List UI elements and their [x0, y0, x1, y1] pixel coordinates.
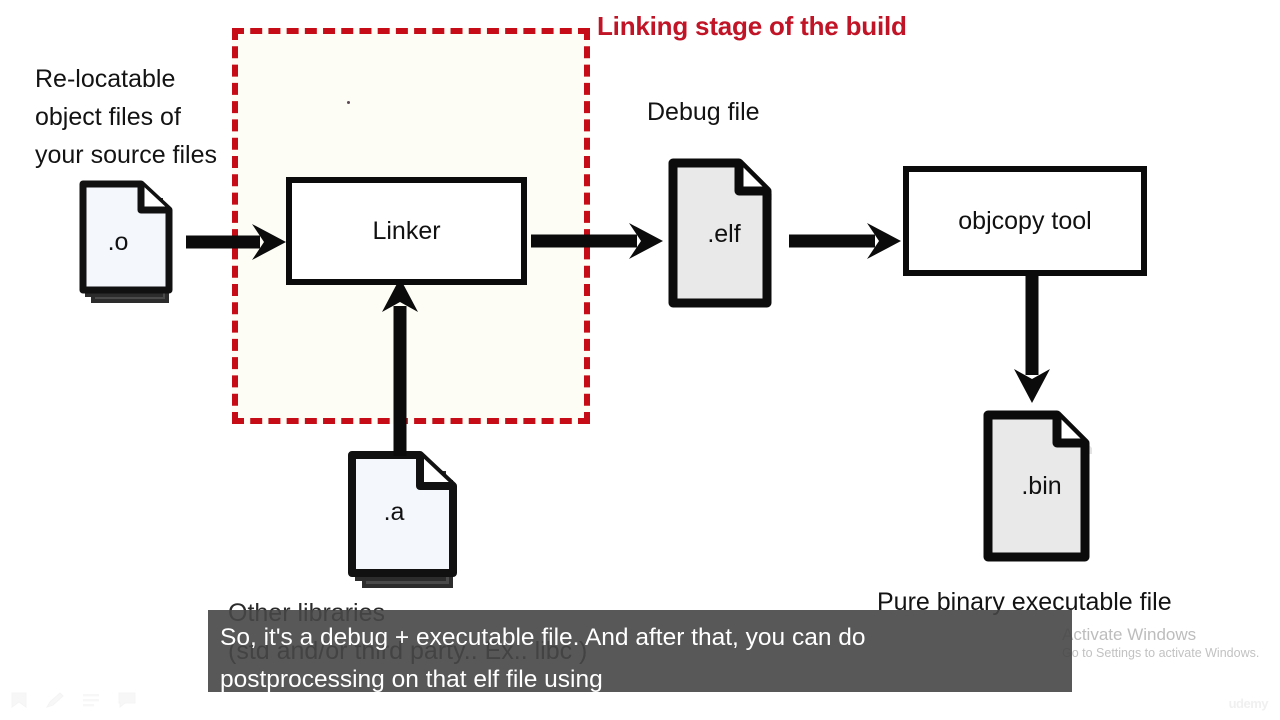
process-box-objcopy: objcopy tool: [903, 166, 1147, 276]
arrow-linker-to-elf: [531, 221, 667, 261]
arrow-elf-to-objcopy: [789, 221, 905, 261]
udemy-watermark: udemy: [1228, 696, 1269, 711]
player-toolbar[interactable]: [8, 690, 138, 710]
file-icon-dot-a: .a: [345, 450, 471, 598]
windows-activation-watermark: Activate Windows Go to Settings to activ…: [1062, 624, 1259, 662]
file-ext-label: .bin: [1021, 472, 1062, 500]
arrow-o-to-linker: [186, 222, 290, 262]
file-ext-label: .o: [107, 228, 129, 256]
process-box-linker: Linker: [286, 177, 527, 285]
process-box-label: Linker: [372, 216, 441, 245]
arrow-a-to-linker: [380, 278, 420, 458]
activation-title: Activate Windows: [1062, 625, 1197, 644]
page-title: Linking stage of the build: [597, 11, 907, 41]
activation-subtitle: Go to Settings to activate Windows.: [1062, 646, 1260, 660]
file-icon-dot-o: .o: [77, 180, 185, 313]
file-icon-dot-bin: .bin: [983, 410, 1100, 562]
file-ext-label: .a: [383, 498, 405, 526]
label-debug-file: Debug file: [647, 98, 760, 126]
subtitle-line-2: postprocessing on that elf file using: [220, 666, 603, 693]
subtitle-overlay: So, it's a debug + executable file. And …: [208, 610, 1072, 693]
file-icon-dot-elf: .elf: [668, 158, 780, 308]
stray-dot-mark: [347, 101, 350, 104]
bookmark-icon[interactable]: [8, 690, 30, 710]
comment-icon[interactable]: [116, 690, 138, 710]
pencil-icon[interactable]: [44, 690, 66, 710]
file-ext-label: .elf: [707, 220, 741, 248]
process-box-label: objcopy tool: [958, 206, 1092, 235]
arrow-objcopy-to-bin: [1012, 275, 1052, 403]
label-relocatable-object-files: Re-locatable object files of your source…: [35, 65, 218, 169]
notes-icon[interactable]: [80, 690, 102, 710]
subtitle-line-1: So, it's a debug + executable file. And …: [220, 624, 866, 651]
